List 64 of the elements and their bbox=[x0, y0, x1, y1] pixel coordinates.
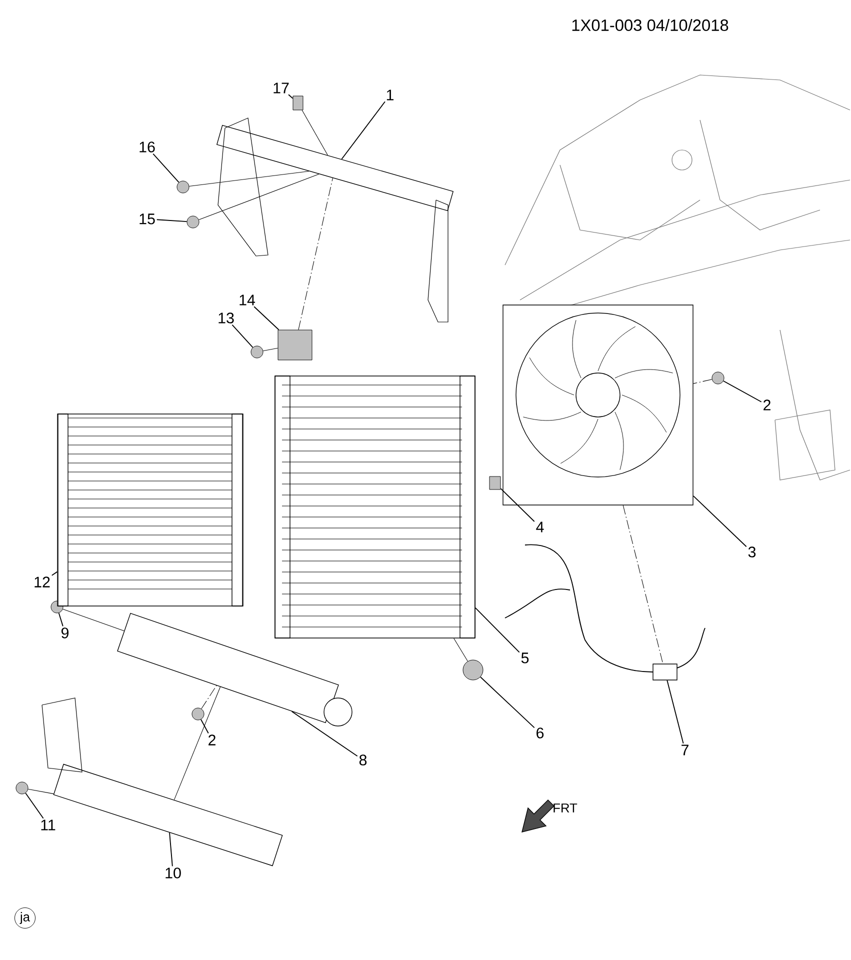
callout-number: 2 bbox=[208, 734, 216, 746]
clip-drawing bbox=[489, 476, 501, 490]
leader-line bbox=[169, 832, 173, 867]
callout-number: 16 bbox=[140, 142, 155, 152]
assembly-line bbox=[454, 638, 468, 662]
leader-line bbox=[288, 94, 294, 99]
wiring-harness-drawing bbox=[504, 544, 706, 680]
assembly-line bbox=[262, 348, 278, 352]
callout-number: 11 bbox=[41, 820, 56, 830]
direction-label: FRT bbox=[554, 804, 578, 812]
page-code: 1X01-003 04/10/2018 bbox=[572, 18, 728, 32]
bracket-drawing bbox=[278, 330, 312, 360]
condenser-drawing bbox=[57, 414, 244, 606]
leader-line bbox=[25, 792, 44, 819]
nut-drawing bbox=[292, 96, 304, 110]
assembly-line bbox=[174, 686, 221, 800]
callout-number: 2 bbox=[764, 400, 770, 410]
bolt-drawing bbox=[176, 180, 190, 194]
bolt-drawing bbox=[250, 346, 264, 358]
leader-line bbox=[51, 571, 58, 576]
callout-number: 4 bbox=[536, 522, 544, 532]
callout-number: 8 bbox=[359, 754, 367, 766]
radiator-drawing bbox=[274, 376, 476, 638]
callout-number: 9 bbox=[61, 628, 69, 638]
callout-number: 17 bbox=[274, 82, 289, 94]
leader-line bbox=[232, 324, 254, 348]
callout-number: 12 bbox=[34, 576, 50, 588]
assembly-line bbox=[298, 178, 333, 330]
push-pin-drawing bbox=[186, 216, 200, 228]
callout-number: 7 bbox=[682, 744, 688, 756]
assembly-line bbox=[201, 685, 217, 710]
cooler-drawing bbox=[117, 612, 352, 726]
leader-line bbox=[200, 719, 209, 734]
assembly-line bbox=[188, 171, 310, 186]
assembly-line bbox=[198, 174, 320, 220]
assembly-line bbox=[693, 379, 712, 384]
leader-line bbox=[254, 306, 280, 330]
leader-line bbox=[666, 680, 684, 744]
callout-number: 6 bbox=[536, 728, 544, 738]
leader-line bbox=[291, 711, 358, 757]
assembly-line bbox=[302, 110, 328, 156]
author-mark: ja bbox=[14, 907, 36, 929]
callout-number: 3 bbox=[748, 546, 756, 558]
callout-number: 1 bbox=[386, 90, 394, 100]
leader-line bbox=[156, 219, 188, 222]
leader-line bbox=[500, 488, 535, 522]
push-pin-drawing bbox=[16, 782, 28, 794]
bolt-drawing bbox=[192, 708, 204, 720]
insulator-drawing bbox=[462, 660, 484, 680]
leader-line bbox=[152, 153, 180, 183]
deflector-drawing bbox=[42, 698, 283, 866]
leader-line bbox=[58, 612, 64, 627]
assembly-line bbox=[28, 788, 54, 794]
leader-line bbox=[480, 676, 535, 728]
leader-line bbox=[341, 101, 386, 160]
leader-line bbox=[474, 607, 520, 653]
assembly-line bbox=[62, 608, 124, 632]
assembly-line bbox=[622, 505, 664, 664]
callout-number: 10 bbox=[166, 868, 181, 878]
leader-line bbox=[723, 380, 762, 402]
callout-number: 15 bbox=[140, 214, 155, 224]
leader-line bbox=[692, 495, 747, 548]
bolt-drawing bbox=[712, 372, 724, 384]
fan-drawing bbox=[502, 304, 694, 506]
